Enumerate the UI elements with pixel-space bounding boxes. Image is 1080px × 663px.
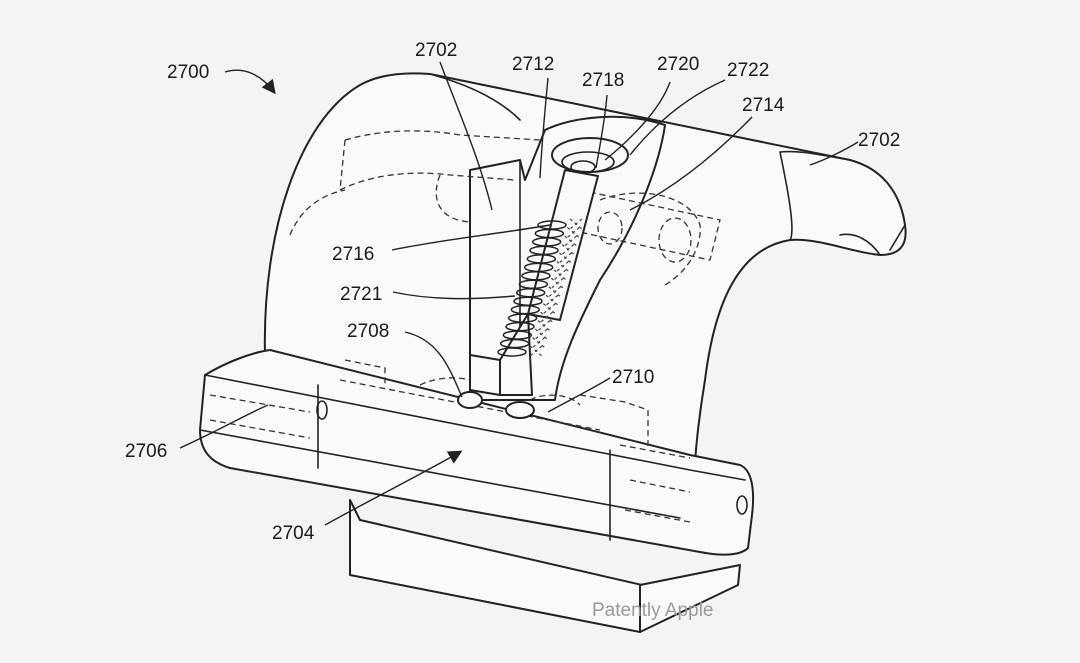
label-2716: 2716 xyxy=(332,244,374,265)
label-2702-right: 2702 xyxy=(858,130,900,151)
hidden-spring-mark xyxy=(556,260,570,272)
label-2706: 2706 xyxy=(125,441,167,462)
label-2710: 2710 xyxy=(612,367,654,388)
hidden-spring-mark xyxy=(532,337,546,348)
hidden-spring-mark xyxy=(561,243,575,255)
reference-labels: 2700 2702 2712 2718 2720 2722 2714 2702 … xyxy=(125,40,900,544)
hidden-spring-mark xyxy=(553,269,567,281)
spring xyxy=(497,218,583,357)
hidden-spring-mark xyxy=(542,303,556,315)
label-2700: 2700 xyxy=(167,62,209,83)
hidden-spring-mark xyxy=(534,328,548,340)
hidden-spring-mark xyxy=(540,311,554,323)
label-2718: 2718 xyxy=(582,70,624,91)
label-2708: 2708 xyxy=(347,321,389,342)
hidden-spring-mark xyxy=(558,252,572,264)
label-2704: 2704 xyxy=(272,523,315,544)
hidden-spring-mark xyxy=(564,235,578,247)
label-2722: 2722 xyxy=(727,60,769,81)
watermark: Patently Apple xyxy=(592,600,713,621)
label-2721: 2721 xyxy=(340,284,382,305)
hidden-spring-mark xyxy=(529,345,543,357)
label-2712: 2712 xyxy=(512,54,554,75)
spring-coil xyxy=(497,347,527,357)
leader-lines xyxy=(179,61,859,526)
hidden-spring-mark xyxy=(566,227,580,238)
hidden-spring-mark xyxy=(548,286,562,298)
connector-block xyxy=(349,499,741,633)
hidden-spring-mark xyxy=(569,218,583,230)
label-2720: 2720 xyxy=(657,54,699,75)
base-flange xyxy=(199,349,755,556)
hidden-spring-mark xyxy=(550,277,564,289)
hidden-spring-mark xyxy=(537,320,551,332)
hidden-spring-mark xyxy=(545,294,559,306)
label-2714: 2714 xyxy=(742,95,785,116)
label-2702-left: 2702 xyxy=(415,40,457,61)
